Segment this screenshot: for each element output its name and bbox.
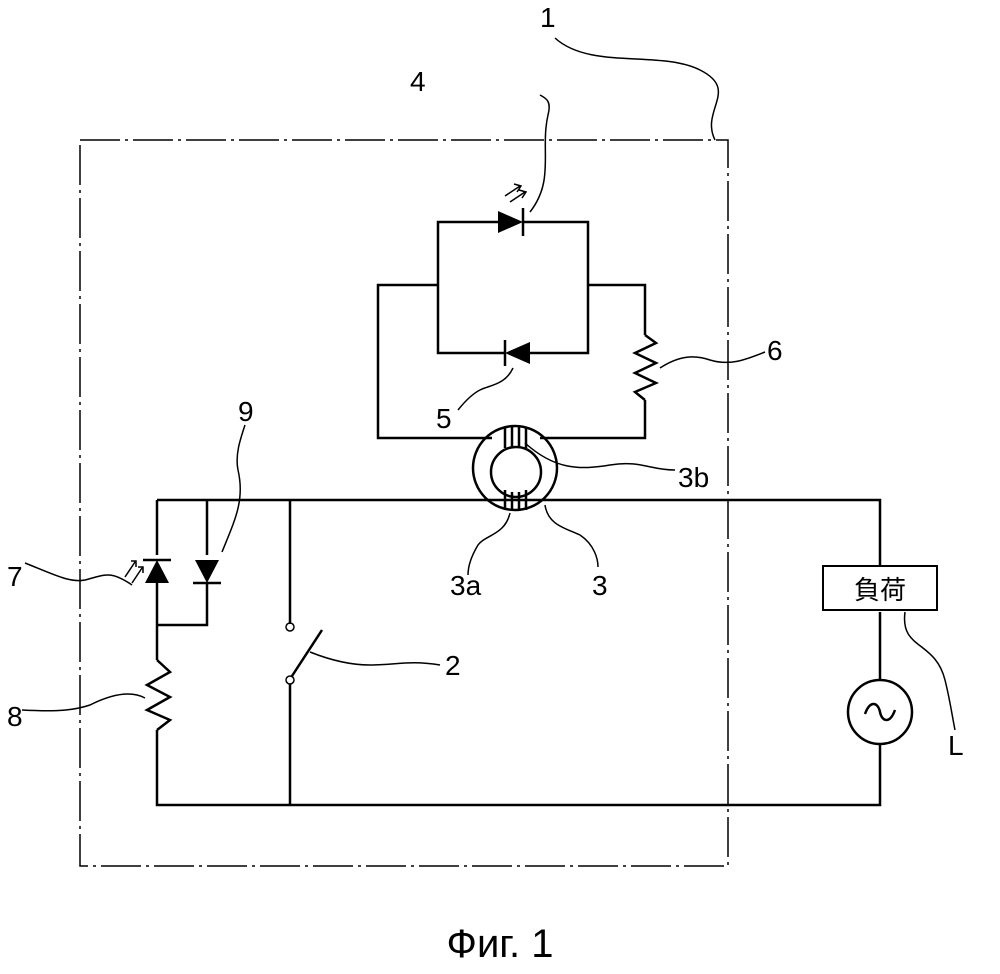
diode-5-icon xyxy=(505,340,530,366)
leader-3a xyxy=(468,513,510,575)
label-3: 3 xyxy=(592,572,608,600)
label-6: 6 xyxy=(767,337,783,365)
label-4: 4 xyxy=(410,68,426,96)
ac-source-icon xyxy=(848,680,912,744)
secondary-circuit xyxy=(378,222,645,438)
resistor-8-icon xyxy=(147,660,170,730)
leader-7 xyxy=(25,563,132,585)
leader-2 xyxy=(310,652,440,665)
label-3a: 3a xyxy=(450,572,481,600)
leader-4 xyxy=(530,95,549,212)
diode-9-icon xyxy=(193,560,221,583)
leader-1 xyxy=(555,38,718,140)
label-7: 7 xyxy=(7,563,23,591)
device-boundary xyxy=(80,140,728,866)
current-transformer-icon xyxy=(473,426,557,511)
leader-3b xyxy=(525,443,675,470)
leader-9 xyxy=(222,425,245,552)
resistor-6-icon xyxy=(635,335,656,400)
leader-8 xyxy=(22,694,145,711)
load-box: 負荷 xyxy=(822,565,938,611)
label-L: L xyxy=(948,732,964,760)
label-9: 9 xyxy=(238,398,254,426)
label-5: 5 xyxy=(436,405,452,433)
leader-6 xyxy=(660,352,765,368)
main-line xyxy=(157,500,880,805)
led-4-icon xyxy=(498,184,526,236)
label-8: 8 xyxy=(7,703,23,731)
leader-3 xyxy=(545,505,598,567)
leader-5 xyxy=(458,368,513,410)
load-box-text: 負荷 xyxy=(854,570,906,607)
switch-2-icon xyxy=(286,500,322,805)
label-1: 1 xyxy=(540,4,556,32)
label-3b: 3b xyxy=(678,464,709,492)
led-7-icon xyxy=(125,560,171,583)
figure-caption: Фиг. 1 xyxy=(0,922,1000,967)
label-2: 2 xyxy=(445,652,461,680)
